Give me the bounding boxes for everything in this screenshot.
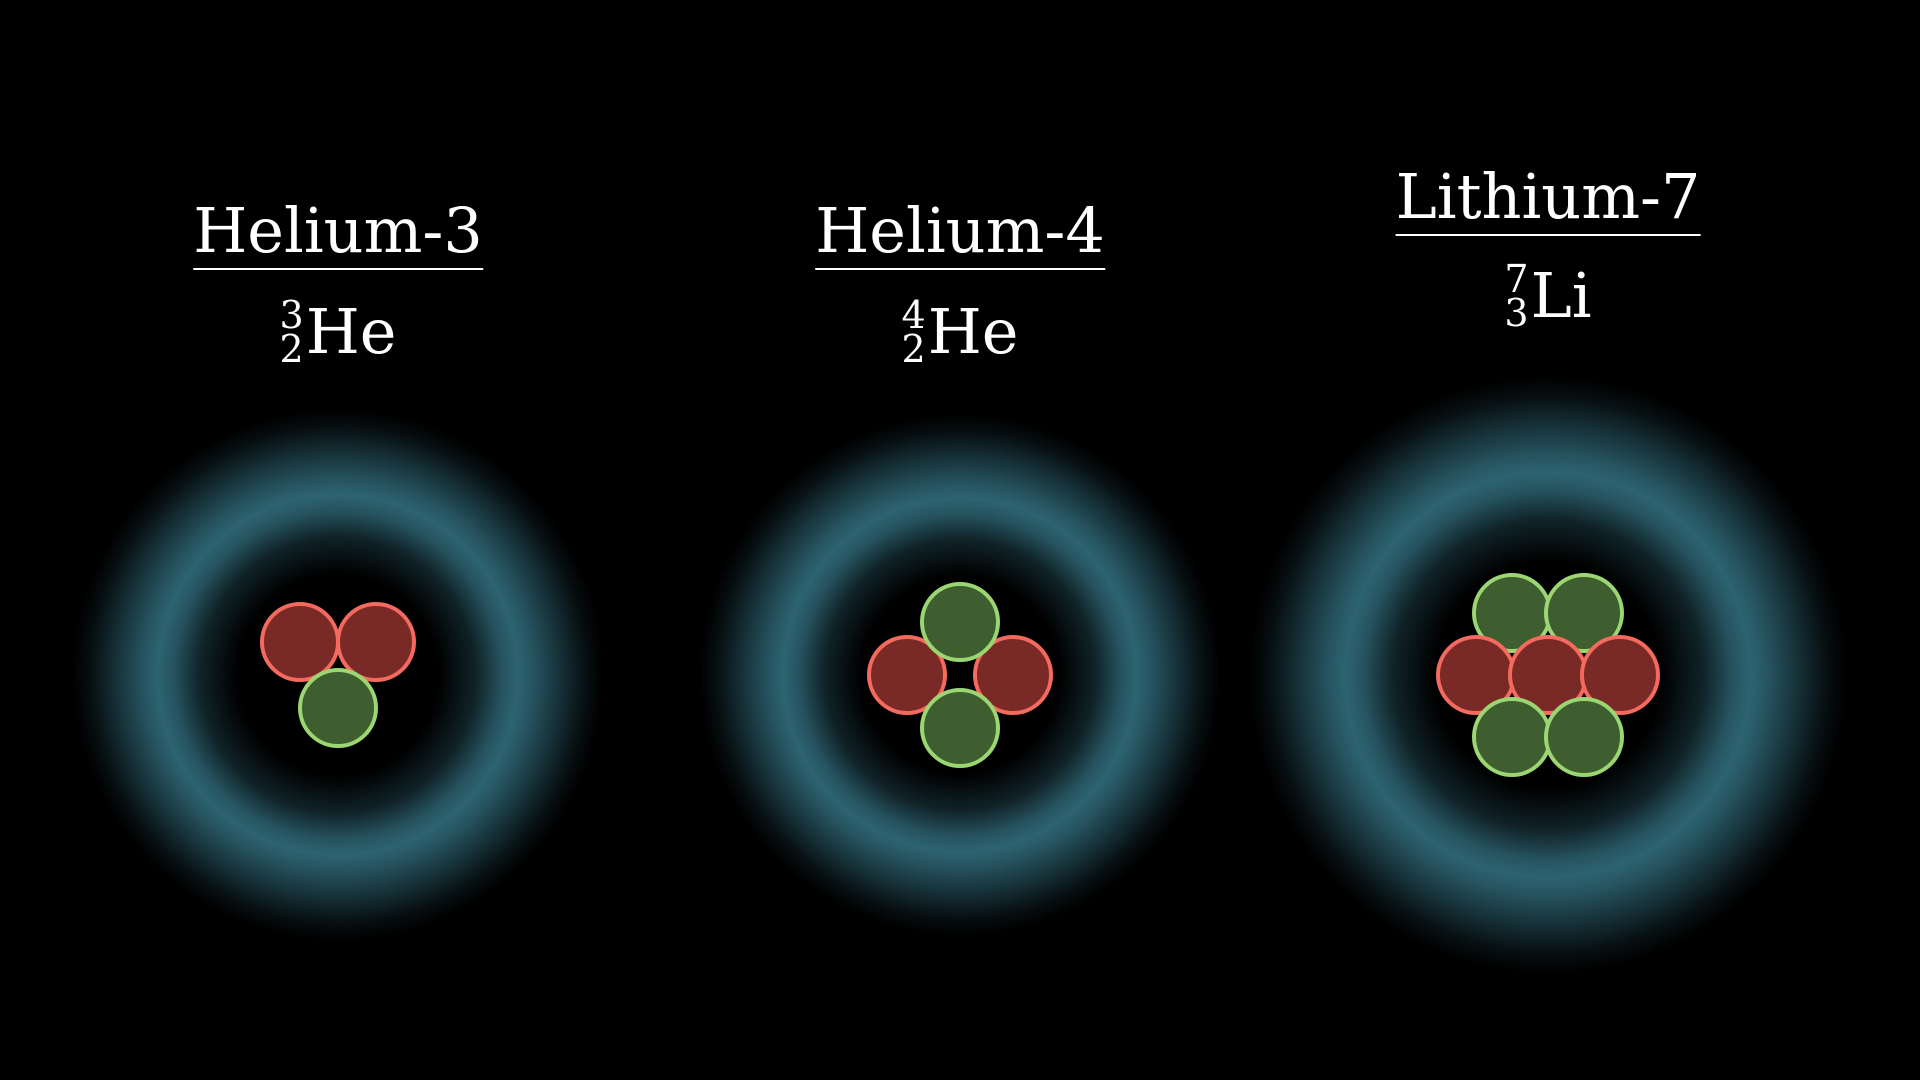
atomic-number: 2 (279, 327, 304, 371)
electron-clouds (73, 377, 1846, 973)
atom-title: Helium-3 (193, 200, 483, 270)
nuclide-scripts: 3 2 (279, 293, 304, 371)
neutron (1544, 573, 1624, 653)
nuclide-scripts: 4 2 (901, 293, 926, 371)
atomic-number: 3 (1504, 291, 1529, 335)
proton (260, 602, 340, 682)
proton (1580, 635, 1660, 715)
nuclei (260, 573, 1660, 777)
nuclide-scripts: 7 3 (1504, 257, 1529, 335)
proton (973, 635, 1053, 715)
atom-title: Helium-4 (815, 200, 1105, 270)
neutron (920, 688, 1000, 768)
nucleus-helium-3 (260, 602, 416, 748)
isotope-notation: 3 2 He (279, 293, 397, 371)
atom-title: Lithium-7 (1395, 166, 1701, 236)
proton (336, 602, 416, 682)
isotope-notation: 4 2 He (901, 293, 1019, 371)
atomic-number: 2 (901, 327, 926, 371)
mass-number: 3 (279, 293, 304, 337)
nucleus-lithium-7 (1436, 573, 1660, 777)
neutron (920, 582, 1000, 662)
neutron (1472, 697, 1552, 777)
neutron (298, 668, 378, 748)
proton (867, 635, 947, 715)
mass-number: 4 (901, 293, 926, 337)
neutron (1544, 697, 1624, 777)
element-symbol: He (305, 295, 397, 368)
element-symbol: Li (1530, 259, 1592, 332)
isotope-notation: 7 3 Li (1504, 257, 1592, 335)
mass-number: 7 (1504, 257, 1529, 301)
element-symbol: He (927, 295, 1019, 368)
electron-cloud-helium-4 (700, 415, 1220, 935)
nucleus-helium-4 (867, 582, 1053, 768)
